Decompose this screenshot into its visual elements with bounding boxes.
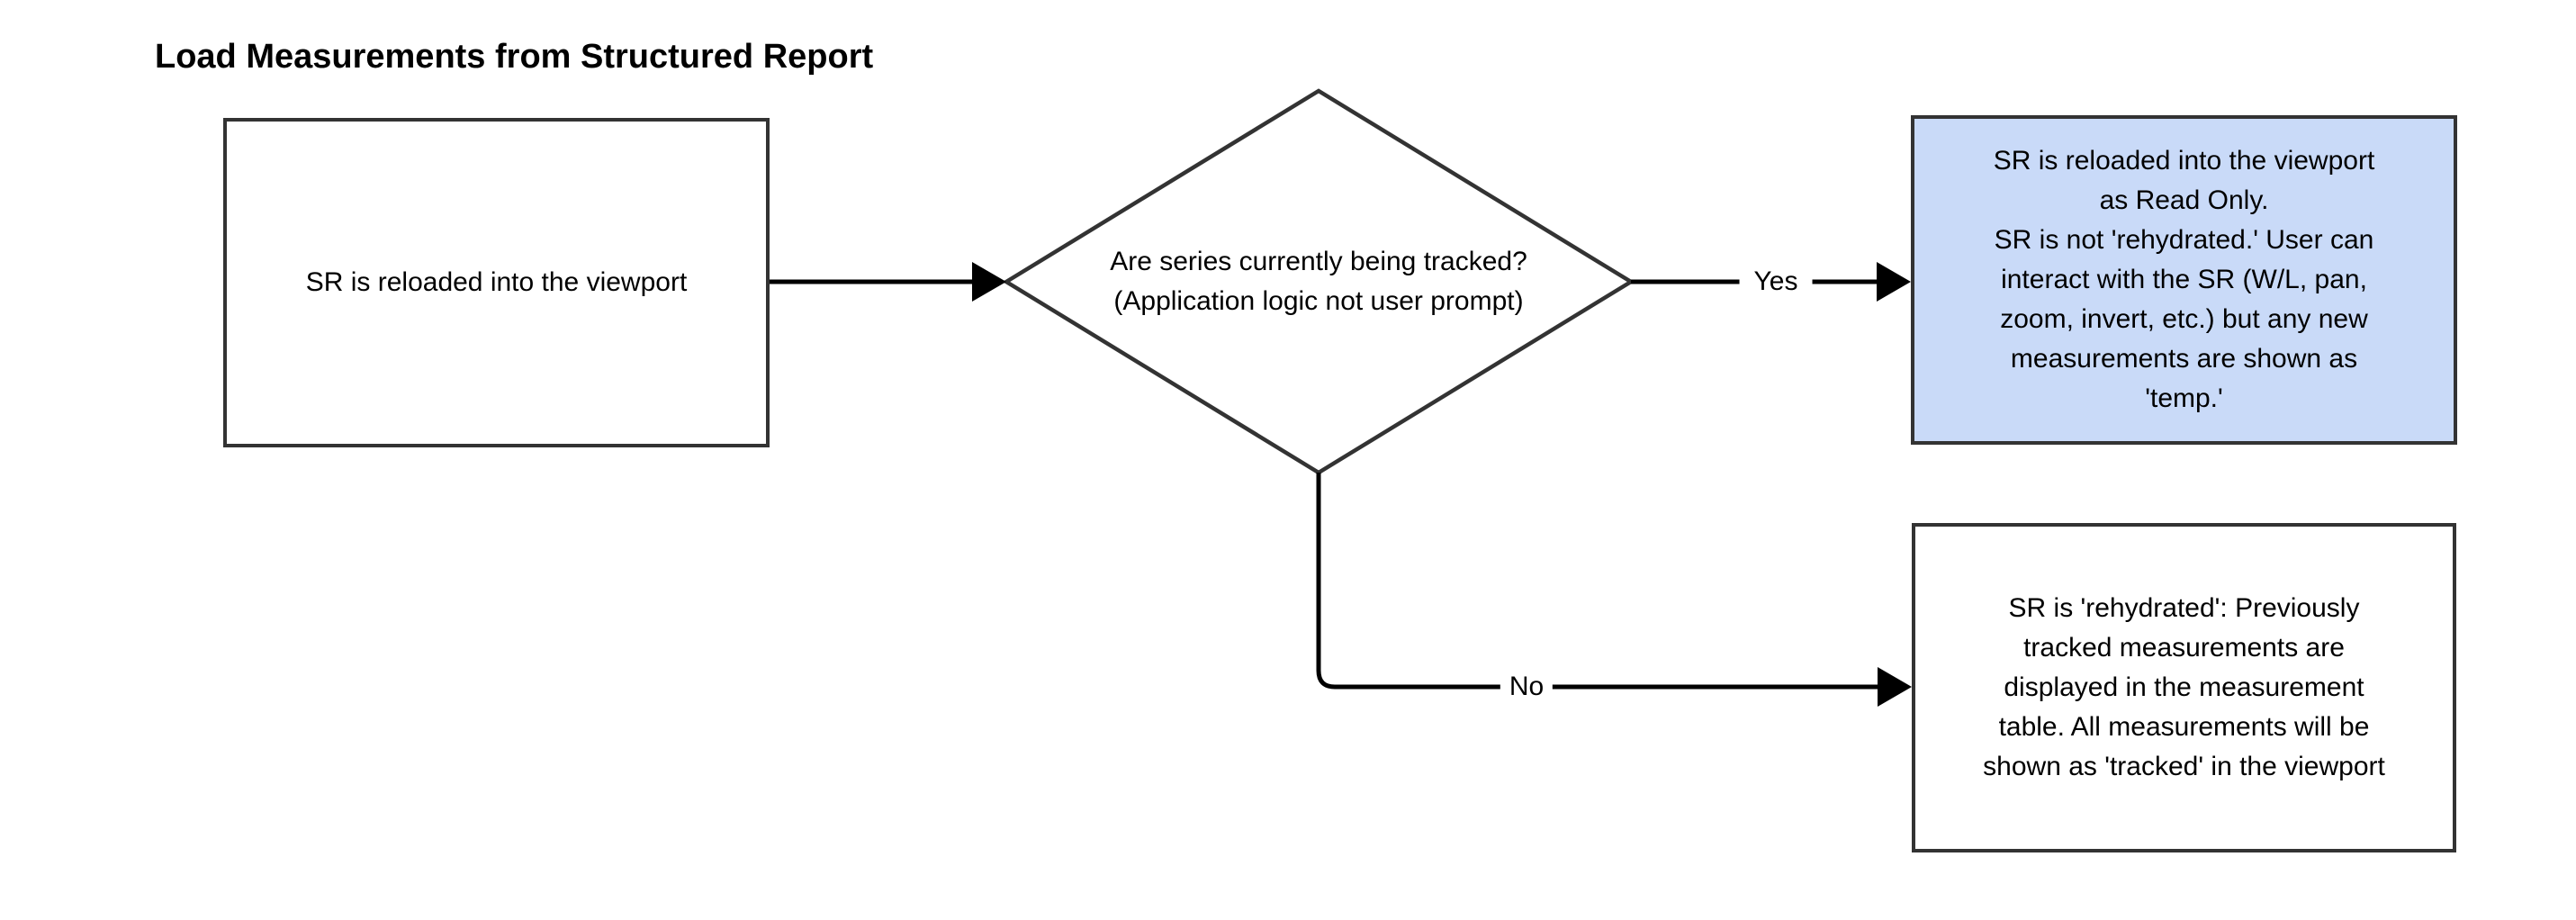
node-no-outcome-label: SR is 'rehydrated': Previously tracked m… [1983,593,2385,781]
arrowhead-start-to-decision-icon [972,262,1006,302]
edge-label-yes: Yes [1739,265,1813,299]
node-sr-reloaded: SR is reloaded into the viewport [223,118,770,447]
node-sr-reloaded-label: SR is reloaded into the viewport [305,267,688,297]
arrowhead-decision-to-yes-icon [1877,262,1911,302]
decision-diamond-shape [1002,88,1635,475]
node-yes-outcome-label: SR is reloaded into the viewport as Read… [1993,146,2375,413]
diagram-title: Load Measurements from Structured Report [155,38,874,76]
node-yes-outcome-read-only: SR is reloaded into the viewport as Read… [1911,115,2457,445]
arrowhead-decision-to-no-icon [1878,667,1912,707]
node-no-outcome-rehydrated: SR is 'rehydrated': Previously tracked m… [1912,523,2456,852]
edge-decision-to-no [1316,473,1879,690]
edge-label-no: No [1500,670,1554,704]
